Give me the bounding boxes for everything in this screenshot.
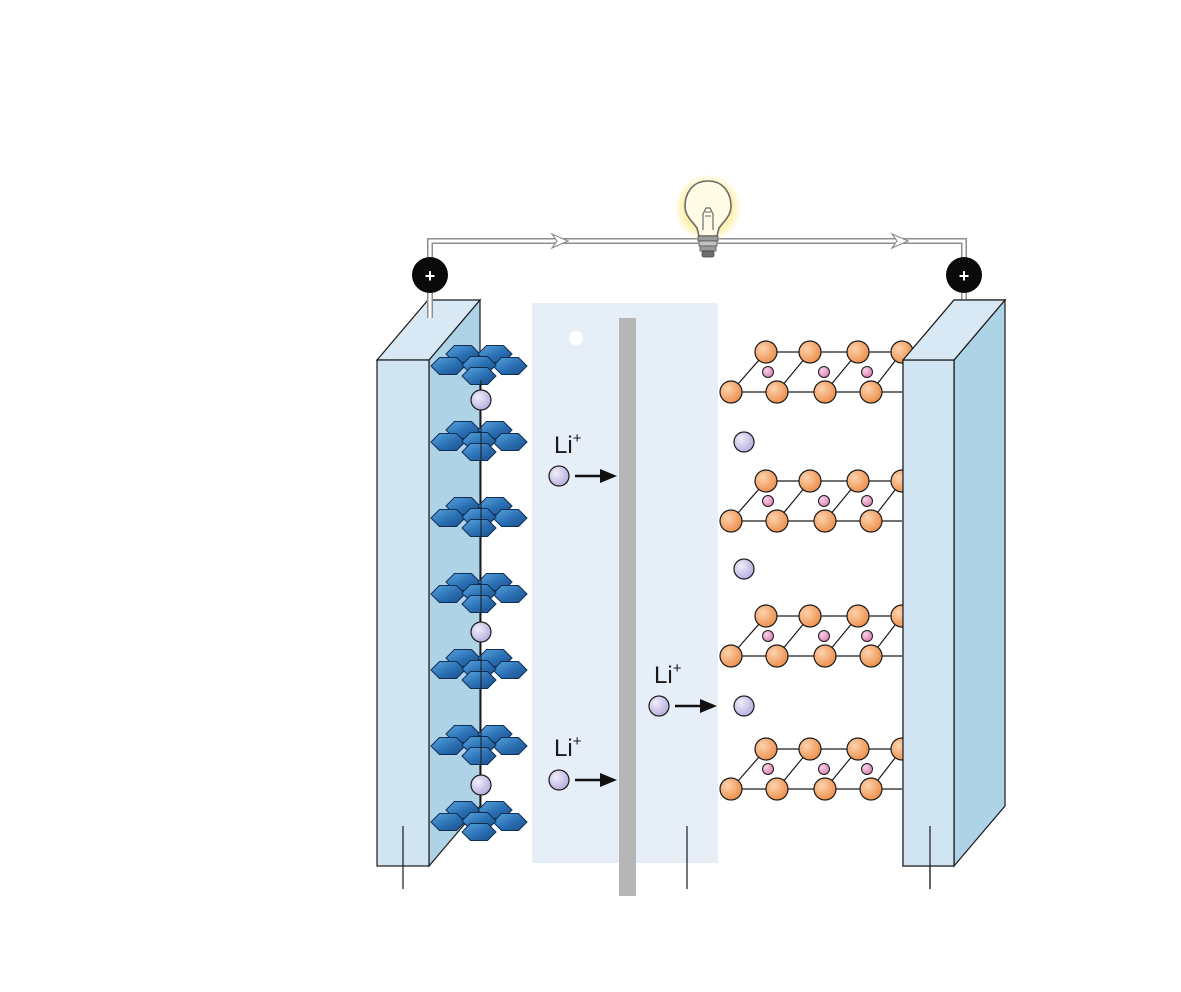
- oxide-atom: [754, 604, 778, 628]
- cathode-layer: [719, 340, 914, 404]
- graphite-layer: [430, 725, 528, 765]
- oxide-atom: [798, 737, 822, 761]
- oxide-atom: [719, 509, 743, 533]
- metal-atom: [818, 366, 830, 378]
- graphite-hexagon: [461, 671, 497, 689]
- electrolyte-bubble: [569, 331, 583, 345]
- lithium-ion: [548, 769, 570, 791]
- oxide-atom: [846, 469, 870, 493]
- arrow-right-icon: [550, 232, 570, 250]
- graphite-anode-layers: [430, 345, 528, 841]
- oxide-atom: [859, 380, 883, 404]
- lithium-ion: [733, 695, 755, 717]
- terminal-sign: +: [959, 266, 970, 286]
- arrow-right-icon: [675, 699, 717, 713]
- graphite-hexagon: [430, 357, 466, 375]
- oxide-atom: [754, 340, 778, 364]
- metal-atom: [762, 495, 774, 507]
- graphite-hexagon: [461, 747, 497, 765]
- graphite-hexagon: [461, 823, 497, 841]
- graphite-layer: [430, 801, 528, 841]
- ion-label: Li+: [554, 733, 582, 762]
- metal-atom: [818, 763, 830, 775]
- oxide-atom: [719, 777, 743, 801]
- graphite-hexagon: [430, 433, 466, 451]
- graphite-layer: [430, 421, 528, 461]
- graphite-hexagon: [461, 595, 497, 613]
- oxide-atom: [798, 469, 822, 493]
- lithium-ion-migration-1: Li+: [548, 430, 617, 487]
- oxide-atom: [813, 509, 837, 533]
- terminal-sign: +: [425, 266, 436, 286]
- graphite-hexagon: [430, 509, 466, 527]
- external-circuit-wire: [427, 232, 967, 300]
- lithium-ion-migration-3: Li+: [548, 733, 617, 791]
- graphite-hexagon: [461, 519, 497, 537]
- ion-label: Li+: [654, 660, 682, 689]
- oxide-atom: [813, 380, 837, 404]
- oxide-atom: [846, 737, 870, 761]
- oxide-atom: [719, 644, 743, 668]
- oxide-atom: [765, 777, 789, 801]
- separator: [619, 318, 636, 896]
- graphite-hexagon: [461, 443, 497, 461]
- oxide-atom: [846, 340, 870, 364]
- oxide-atom: [798, 604, 822, 628]
- lithium-ion: [733, 558, 755, 580]
- cathode-layer: [719, 469, 914, 533]
- metal-atom: [762, 763, 774, 775]
- metal-atom: [818, 630, 830, 642]
- metal-atom: [762, 630, 774, 642]
- ion-label: Li+: [554, 430, 582, 459]
- oxide-atom: [754, 737, 778, 761]
- graphite-layer: [430, 497, 528, 537]
- lithium-ion: [548, 465, 570, 487]
- arrow-right-icon: [890, 232, 910, 250]
- oxide-atom: [719, 380, 743, 404]
- oxide-atom: [765, 509, 789, 533]
- oxide-atom: [754, 469, 778, 493]
- arrow-right-icon: [575, 469, 617, 483]
- right-electrode-front-overlay: [901, 299, 1007, 889]
- metal-atom: [861, 763, 873, 775]
- oxide-atom: [859, 777, 883, 801]
- light-bulb-icon: [674, 174, 742, 258]
- metal-atom: [861, 495, 873, 507]
- metal-atom: [762, 366, 774, 378]
- lithium-ion: [470, 621, 492, 643]
- graphite-hexagon: [430, 661, 466, 679]
- graphite-layer: [430, 649, 528, 689]
- oxide-atom: [859, 644, 883, 668]
- graphite-layer: [430, 573, 528, 613]
- cathode-lattice-layers: [719, 340, 914, 801]
- graphite-layer: [430, 345, 528, 385]
- lithium-ion: [733, 431, 755, 453]
- metal-atom: [861, 366, 873, 378]
- lithium-ion-migration-2: Li+: [648, 660, 717, 717]
- oxide-atom: [765, 644, 789, 668]
- cathode-layer: [719, 737, 914, 801]
- oxide-atom: [813, 644, 837, 668]
- graphite-hexagon: [430, 585, 466, 603]
- metal-atom: [861, 630, 873, 642]
- metal-atom: [818, 495, 830, 507]
- graphite-hexagon: [430, 813, 466, 831]
- oxide-atom: [813, 777, 837, 801]
- oxide-atom: [765, 380, 789, 404]
- left-terminal: +: [412, 257, 448, 318]
- cathode-layer: [719, 604, 914, 668]
- oxide-atom: [798, 340, 822, 364]
- arrow-right-icon: [575, 773, 617, 787]
- graphite-hexagon: [430, 737, 466, 755]
- oxide-atom: [846, 604, 870, 628]
- lithium-ion: [648, 695, 670, 717]
- oxide-atom: [859, 509, 883, 533]
- lithium-ion: [470, 774, 492, 796]
- graphite-hexagon: [461, 367, 497, 385]
- lithium-ion: [470, 389, 492, 411]
